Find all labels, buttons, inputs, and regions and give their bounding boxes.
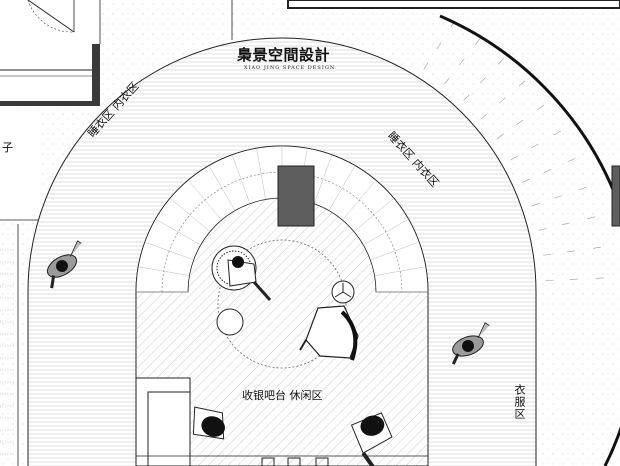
top-left-room bbox=[0, 0, 101, 106]
display-shelf-divider bbox=[256, 148, 266, 200]
rack-dash bbox=[522, 178, 530, 183]
person-icon bbox=[46, 240, 82, 289]
rack-dash bbox=[531, 143, 539, 149]
rack-dash bbox=[436, 42, 442, 50]
display-shelf-divider bbox=[374, 266, 426, 276]
stool bbox=[216, 308, 244, 336]
zone-label-center: 收银吧台 休闲区 bbox=[242, 389, 323, 402]
rack-dash bbox=[496, 133, 504, 139]
top-wall bbox=[287, 0, 620, 9]
rack-dash bbox=[459, 58, 465, 66]
edge-label: 子 bbox=[2, 141, 13, 154]
rack-dash bbox=[567, 250, 576, 253]
rack-dash bbox=[480, 77, 486, 84]
display-shelf-divider bbox=[313, 154, 333, 204]
rack-dash bbox=[537, 104, 545, 110]
left-side-room bbox=[0, 112, 40, 466]
brand-tagline: XIAO JING SPACE DESIGN bbox=[244, 65, 336, 71]
rack-dash bbox=[510, 155, 518, 161]
rack-dash bbox=[561, 222, 570, 226]
inner-area bbox=[135, 145, 429, 466]
zone-label-clothing: 衣服区 bbox=[513, 384, 526, 420]
cash-counter bbox=[135, 377, 428, 466]
rack-dash bbox=[531, 203, 540, 207]
rack-dash bbox=[481, 113, 488, 120]
rack-dash bbox=[592, 246, 601, 249]
display-shelf-divider bbox=[328, 165, 356, 211]
rack-dash bbox=[444, 77, 450, 85]
side-table bbox=[331, 280, 355, 304]
rack-dash bbox=[475, 38, 481, 45]
brand-name: 梟景空間設計 bbox=[237, 46, 331, 64]
display-shelf-divider bbox=[370, 241, 420, 261]
rack-dash bbox=[516, 119, 524, 126]
rack-dash bbox=[497, 58, 504, 65]
rack-dash bbox=[538, 228, 547, 231]
rack-dash bbox=[578, 186, 587, 191]
pillar-icon bbox=[277, 165, 315, 227]
rack-dash bbox=[587, 216, 596, 219]
person-icon bbox=[227, 256, 272, 301]
display-shelf-divider bbox=[169, 197, 211, 232]
rack-dash bbox=[518, 80, 526, 87]
rack-dash bbox=[543, 253, 552, 256]
rack-dash bbox=[463, 94, 470, 101]
person-icon bbox=[350, 412, 393, 466]
person-icon bbox=[451, 322, 490, 365]
rack-dash bbox=[553, 130, 562, 136]
person-icon bbox=[192, 406, 225, 440]
display-shelf-divider bbox=[231, 154, 251, 204]
rack-dash bbox=[543, 168, 552, 173]
right-rack-dashes bbox=[0, 20, 604, 455]
chair-icon bbox=[299, 305, 359, 361]
pillar-icon bbox=[611, 165, 620, 227]
rack-dash bbox=[423, 62, 429, 70]
rack-dash bbox=[554, 195, 562, 199]
display-shelf-divider bbox=[155, 218, 201, 246]
rack-dash bbox=[567, 158, 576, 163]
rack-dash bbox=[499, 97, 506, 104]
display-shelf-divider bbox=[363, 218, 409, 246]
